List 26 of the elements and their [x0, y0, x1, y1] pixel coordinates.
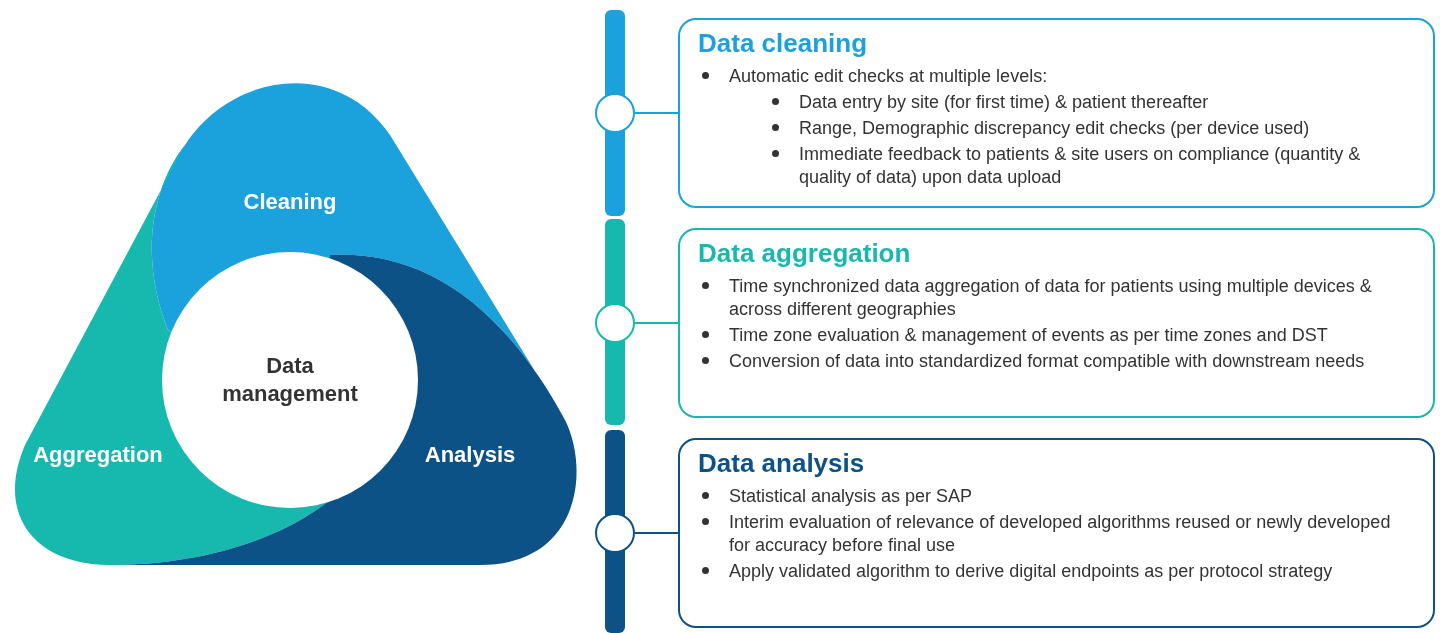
bullet-text: Immediate feedback to patients & site users on compliance (quantity & quality of data) upon data upload	[799, 143, 1362, 189]
bullet-text: Statistical analysis as per SAP	[729, 485, 973, 508]
card-heading: Data cleaning	[698, 28, 869, 59]
card-heading: Data analysis	[698, 448, 866, 479]
timeline-marker	[595, 513, 635, 553]
bullet-text: Time synchronized data aggregation of data for patients using multiple devices & across different geographies	[729, 275, 1373, 321]
info-card	[678, 228, 1435, 418]
card-heading: Data aggregation	[698, 238, 912, 269]
bullet-text: Time zone evaluation & management of events as per time zones and DST	[729, 324, 1328, 347]
connector-line	[634, 322, 679, 324]
segment-label: Aggregation	[33, 442, 163, 468]
timeline-marker	[595, 303, 635, 343]
bullet-text: Conversion of data into standardized format compatible with downstream needs	[729, 350, 1365, 373]
info-card	[678, 438, 1435, 628]
bullet-text: Interim evaluation of relevance of developed algorithms reused or newly developed for accuracy before final use	[729, 511, 1392, 557]
connector-line	[634, 112, 679, 114]
connector-line	[634, 532, 679, 534]
info-card	[678, 18, 1435, 208]
center-label: Data management	[221, 352, 359, 408]
bullet-text: Apply validated algorithm to derive digital endpoints as per protocol strategy	[729, 560, 1333, 583]
segment-label: Cleaning	[243, 189, 337, 215]
bullet-text: Automatic edit checks at multiple levels:	[729, 65, 1048, 88]
bullet-text: Data entry by site (for first time) & patient thereafter	[799, 91, 1209, 114]
timeline-marker	[595, 93, 635, 133]
bullet-text: Range, Demographic discrepancy edit checks (per device used)	[799, 117, 1310, 140]
segment-label: Analysis	[424, 442, 516, 468]
